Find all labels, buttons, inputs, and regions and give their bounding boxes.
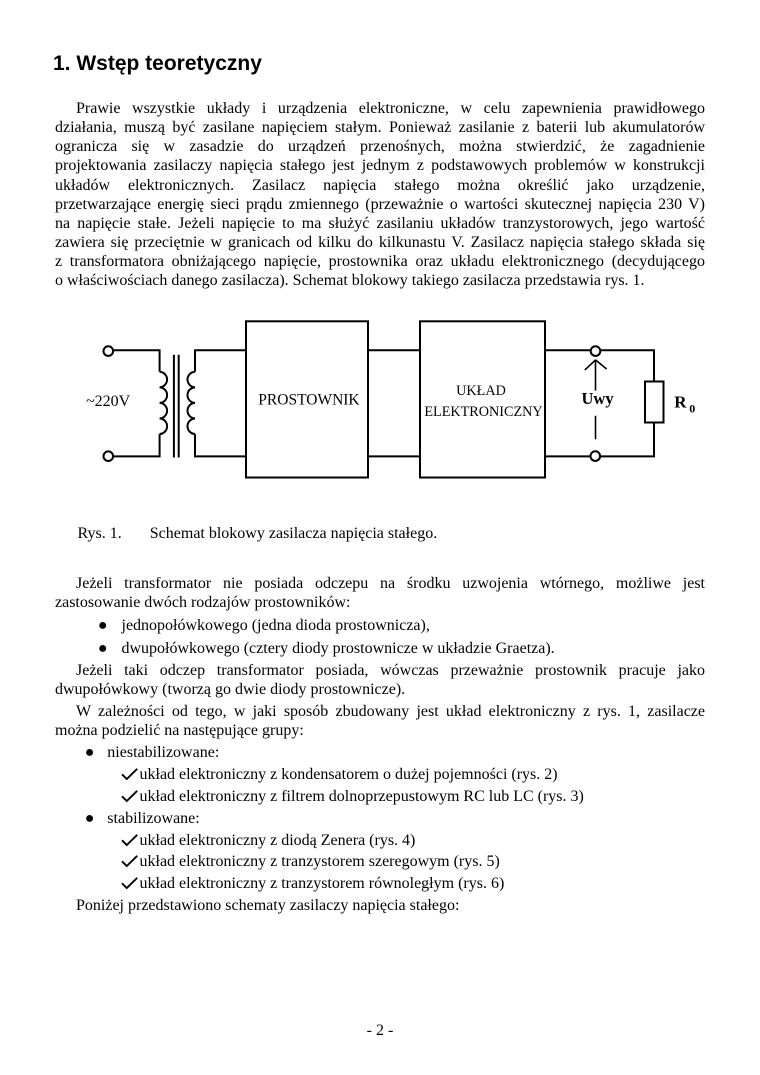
svg-text:0: 0: [689, 401, 695, 415]
svg-text:~220V: ~220V: [86, 393, 131, 410]
svg-text:PROSTOWNIK: PROSTOWNIK: [258, 392, 360, 409]
svg-text:R: R: [674, 392, 687, 411]
svg-text:UKŁAD: UKŁAD: [456, 383, 506, 399]
svg-text:Uwy: Uwy: [582, 389, 615, 408]
svg-text:ELEKTRONICZNY: ELEKTRONICZNY: [424, 404, 542, 420]
